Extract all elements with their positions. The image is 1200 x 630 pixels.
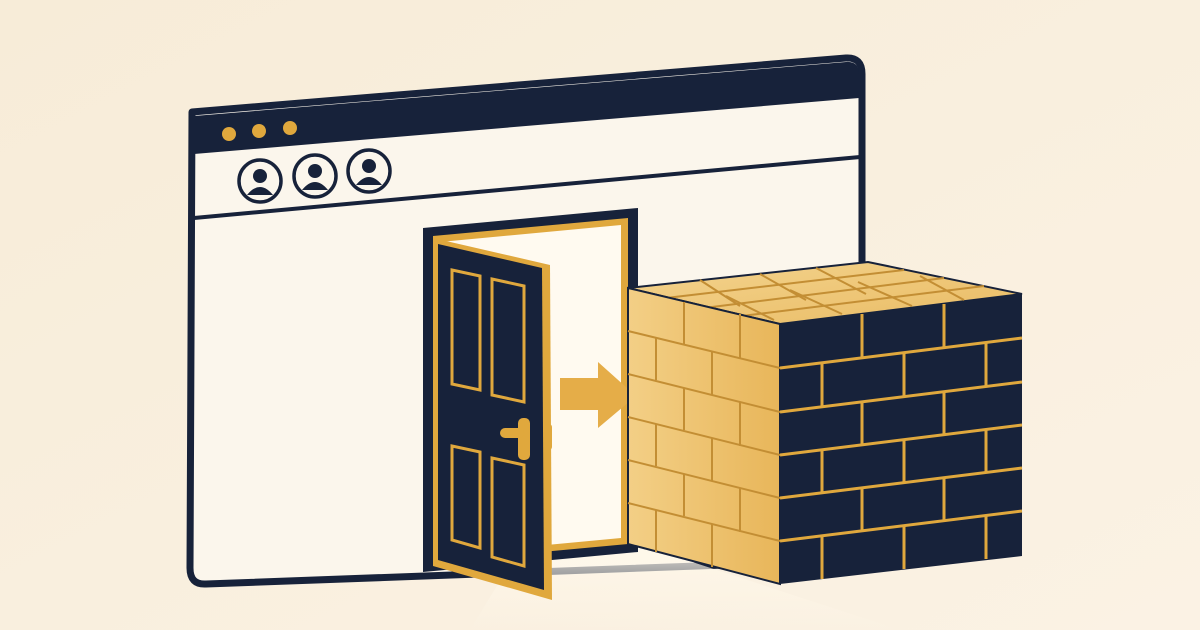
arrow-right-icon [560,362,636,428]
window-dot-icon [283,121,297,135]
top-bricks [665,267,985,321]
window-dot-icon [222,127,236,141]
user-avatar-icon [237,158,283,204]
door-handle-icon [500,418,530,460]
front-face-bricks [779,304,1023,579]
user-avatar-icon [292,153,338,199]
toolbar-divider [193,155,861,220]
window-dot-icon [252,124,266,138]
brick-wall [627,260,1023,586]
user-avatar-icon [346,148,392,194]
open-door[interactable] [433,238,552,600]
light-spill [470,540,900,630]
title-bar [194,61,859,154]
door-latch [544,424,552,450]
left-face-bricks [627,302,781,567]
